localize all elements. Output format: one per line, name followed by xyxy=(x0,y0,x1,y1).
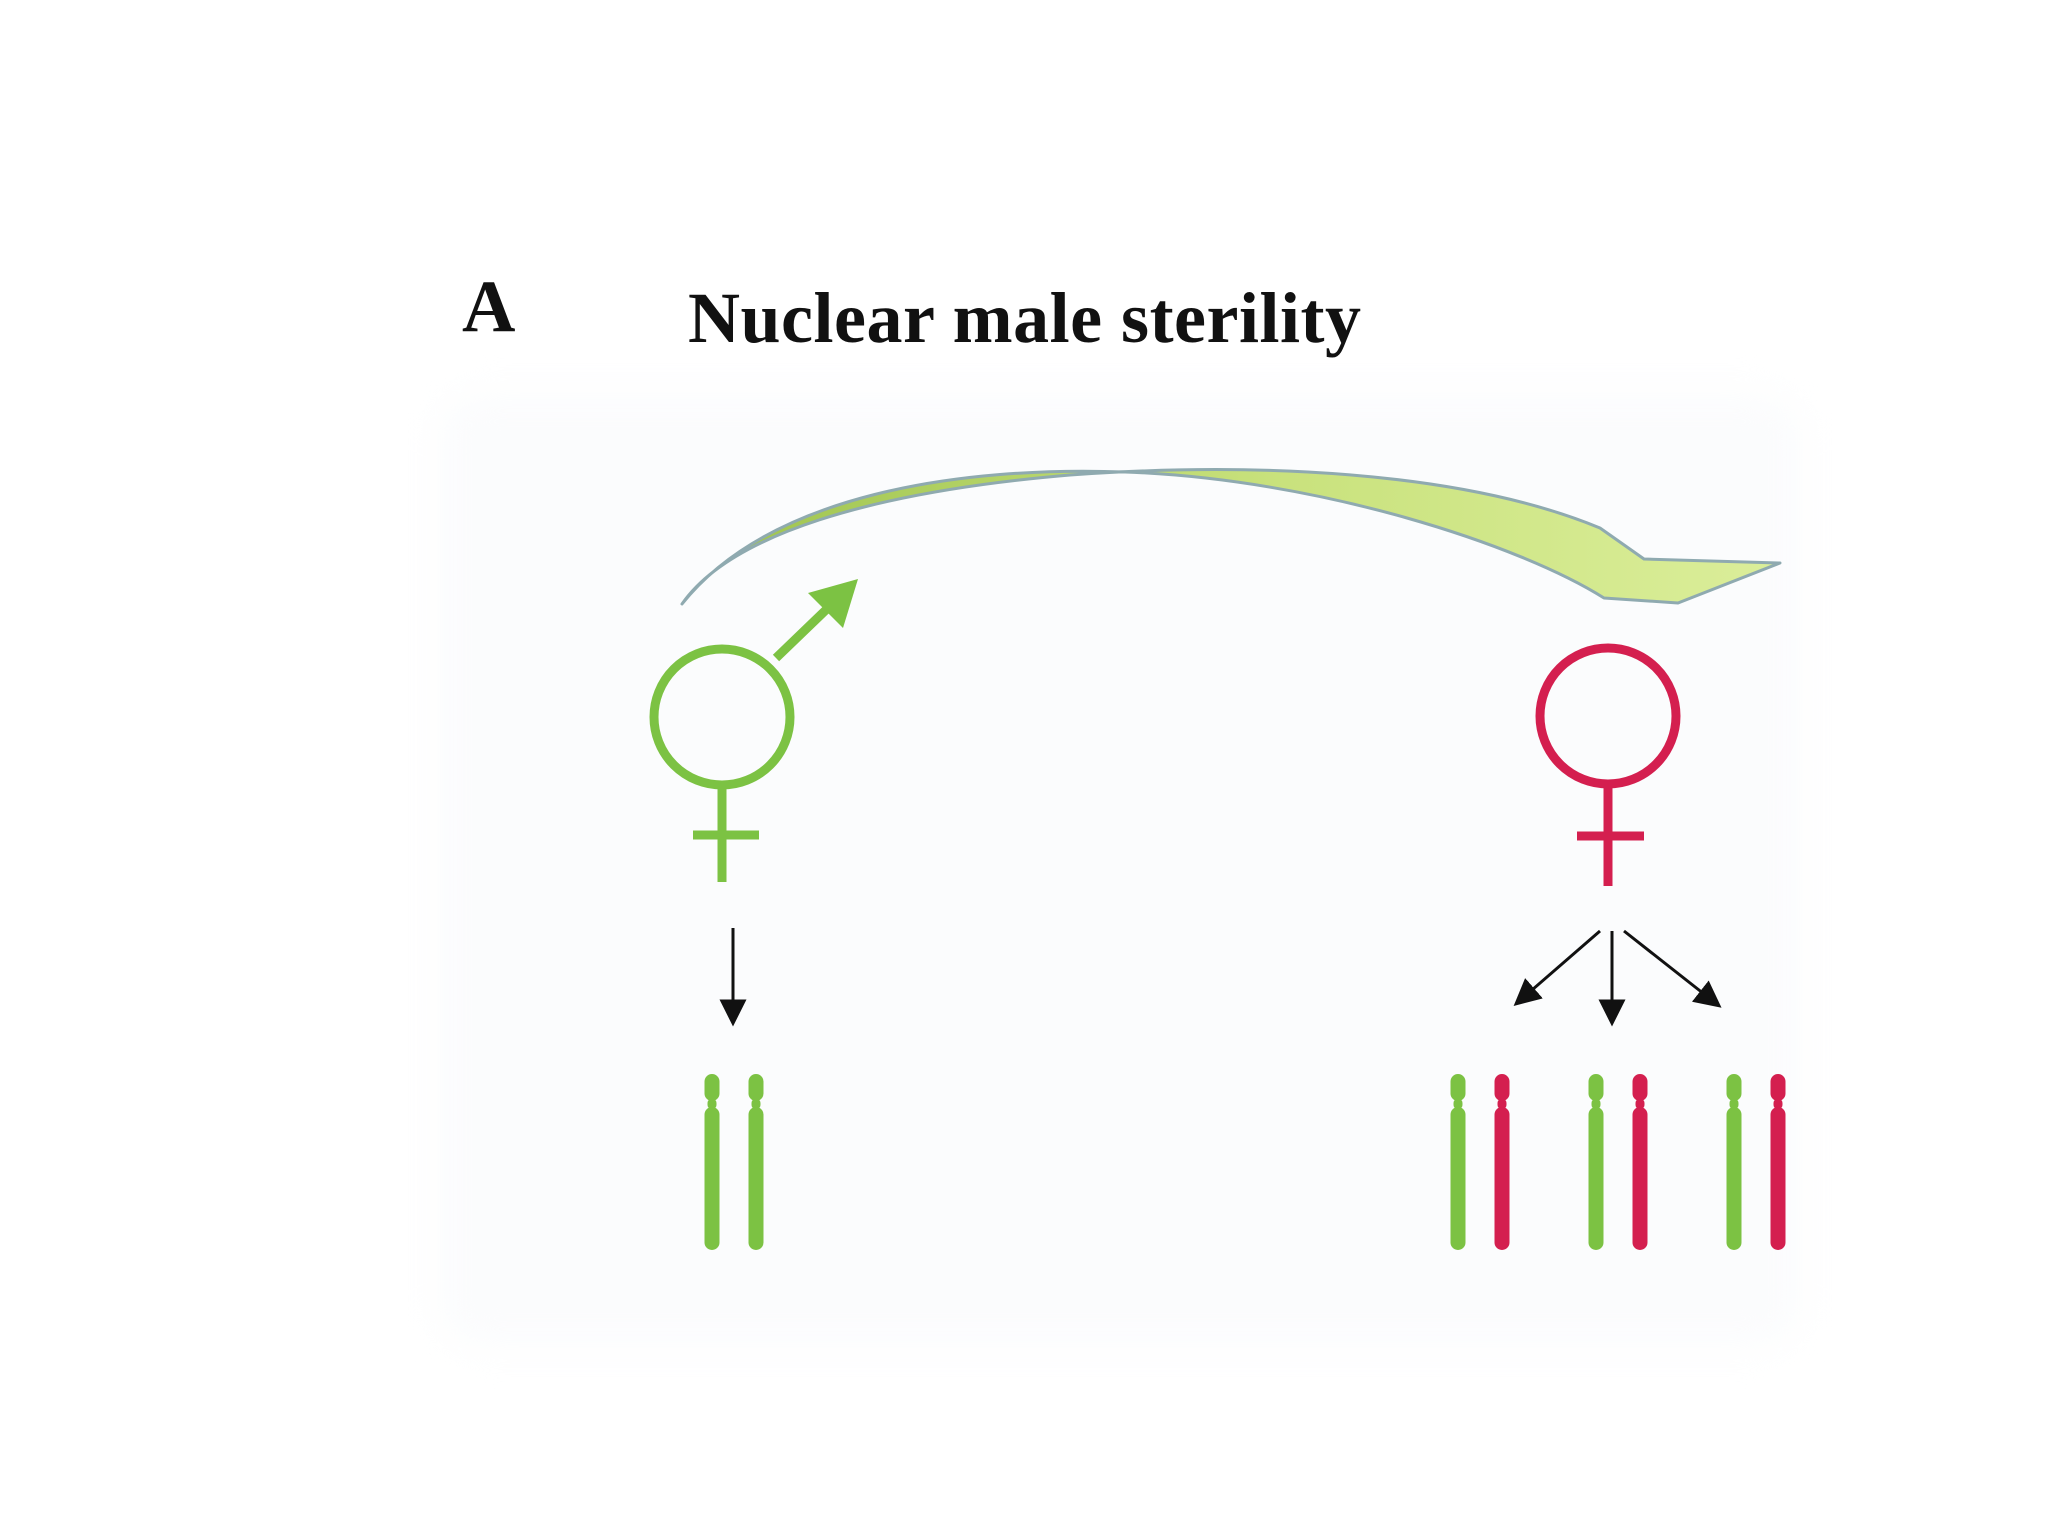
left-symbol-male-shaft xyxy=(772,602,834,662)
chromosome-groups xyxy=(704,1074,1786,1250)
female-symbol-icon xyxy=(1535,643,1681,886)
right-pair-3-chromosome-1-short-arm xyxy=(1726,1074,1742,1101)
right-pair-2-chromosome-1-long-arm xyxy=(1588,1107,1604,1250)
right-pair-1-chromosome-1-short-arm xyxy=(1450,1074,1466,1101)
right-pair-1-chromosome-1 xyxy=(1450,1074,1466,1250)
right-symbol-circle xyxy=(1535,643,1681,789)
right-pair-2-chromosome-1-centromere xyxy=(1591,1099,1601,1109)
left-symbol-circle xyxy=(649,644,795,790)
right-pair-2-chromosome-2-short-arm xyxy=(1632,1074,1648,1101)
right-pair-1-chromosome-2-long-arm xyxy=(1494,1107,1510,1250)
left-pair-1-chromosome-1 xyxy=(704,1074,720,1250)
right-down-right-arrow-icon xyxy=(1623,929,1722,1008)
right-pair-3-chromosome-2 xyxy=(1770,1074,1786,1250)
right-pair-1-chromosome-1-long-arm xyxy=(1450,1107,1466,1250)
right-pair-3-chromosome-1-centromere xyxy=(1729,1099,1739,1109)
right-pair-2-chromosome-1-short-arm xyxy=(1588,1074,1604,1101)
curved-pollen-transfer-arrow-icon xyxy=(680,468,1782,606)
right-pair-1-chromosome-2-centromere xyxy=(1497,1099,1507,1109)
left-pair-1-chromosome-1-short-arm xyxy=(704,1074,720,1101)
offspring-arrows xyxy=(719,928,1722,1027)
left-pair-1-chromosome-1-centromere xyxy=(707,1099,717,1109)
right-pair-1-chromosome-2-short-arm xyxy=(1494,1074,1510,1101)
right-pair-3-chromosome-2-long-arm xyxy=(1770,1107,1786,1250)
left-pair-1-chromosome-2-centromere xyxy=(751,1099,761,1109)
panel-label: A xyxy=(462,266,516,348)
right-pair-2-chromosome-2 xyxy=(1632,1074,1648,1250)
left-symbol-male-arrowhead xyxy=(808,579,858,628)
right-pair-3-chromosome-2-short-arm xyxy=(1770,1074,1786,1101)
right-pair-1-chromosome-1-centromere xyxy=(1453,1099,1463,1109)
left-pair-1-chromosome-2-long-arm xyxy=(748,1107,764,1250)
right-pair-2-chromosome-1 xyxy=(1588,1074,1604,1250)
diagram-title: Nuclear male sterility xyxy=(688,278,1362,358)
right-pair-2-chromosome-2-centromere xyxy=(1635,1099,1645,1109)
left-pair-1-chromosome-2-short-arm xyxy=(748,1074,764,1101)
left-pair-1-chromosome-1-long-arm xyxy=(704,1107,720,1250)
right-pair-3-chromosome-1 xyxy=(1726,1074,1742,1250)
hermaphrodite-symbol-icon xyxy=(649,579,858,882)
right-down-left-arrow-icon xyxy=(1513,929,1601,1006)
right-pair-3-chromosome-2-centromere xyxy=(1773,1099,1783,1109)
right-pair-3-chromosome-1-long-arm xyxy=(1726,1107,1742,1250)
left-pair-1-chromosome-2 xyxy=(748,1074,764,1250)
right-pair-1-chromosome-2 xyxy=(1494,1074,1510,1250)
right-pair-2-chromosome-2-long-arm xyxy=(1632,1107,1648,1250)
